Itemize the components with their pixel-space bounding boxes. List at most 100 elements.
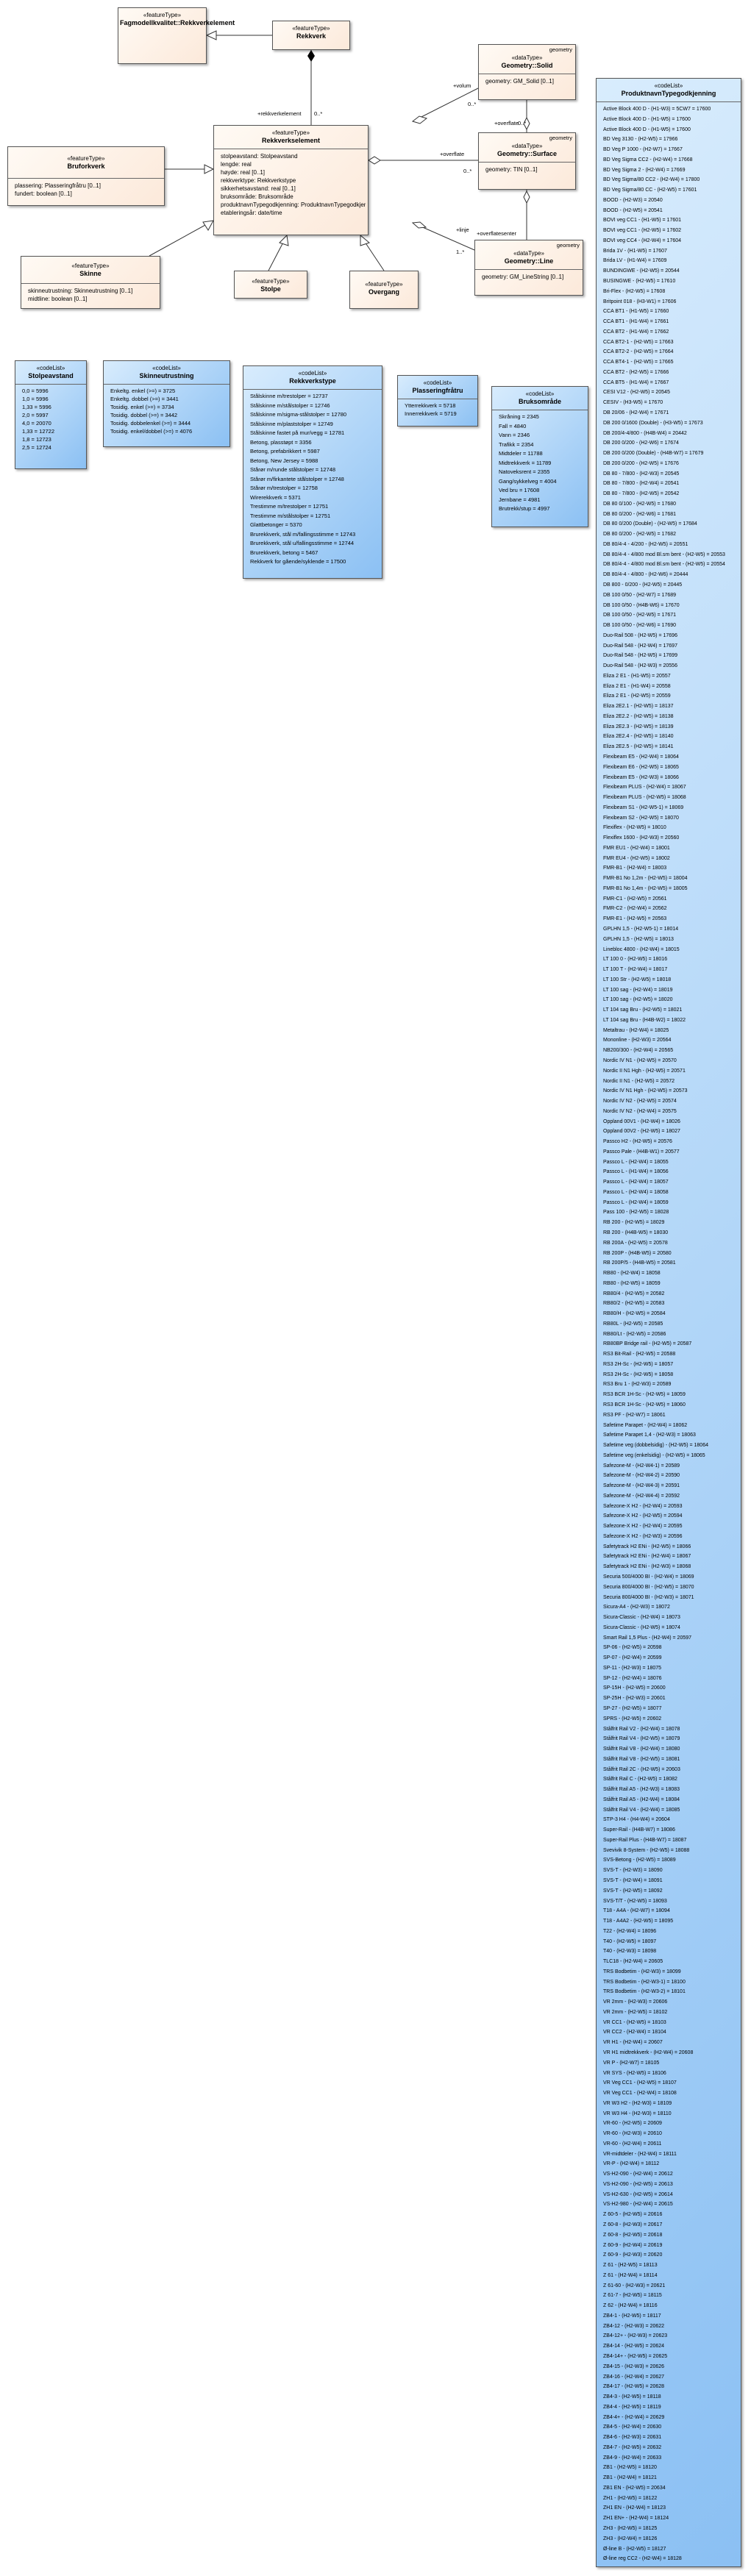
literal: Britpoint 018 - (H3-W1) = 17606 xyxy=(603,299,677,304)
generalization-arrowhead xyxy=(204,164,215,174)
attribute: bruksområde: Bruksområde xyxy=(221,193,293,200)
literal: Safezone-M - (H2-W4-1) = 20589 xyxy=(603,1463,680,1469)
literal: Safetime Parapet - (H2-W4) = 18062 xyxy=(603,1422,688,1428)
class-overgang[interactable]: «featureType» Overgang xyxy=(349,271,419,309)
literal: Rekkverk for gående/syklende = 17500 xyxy=(250,558,346,565)
literal: Flexibeam PLUS - (H2-W4) = 18067 xyxy=(603,785,686,791)
aggregation-diamond-line xyxy=(411,221,427,229)
literal: SVS-T - (H2-W4) = 18091 xyxy=(603,1877,663,1883)
literal: Ø-line B - (H2-W5) = 18127 xyxy=(603,2546,666,2552)
literal: Eliza 2E2.3 - (H2-W5) = 18139 xyxy=(603,724,674,729)
stereotype-label: «codeList» xyxy=(152,365,181,371)
literal: DB 80 - 7/800 - (H2-W4) = 20541 xyxy=(603,481,680,487)
literal: ZB4-1 - (H2-W5) = 18117 xyxy=(603,2313,661,2319)
literal: BOVI veg CC1 - (H2-W5) = 17602 xyxy=(603,228,682,234)
literal: ZB4-14 - (H2-W5) = 20624 xyxy=(603,2344,665,2350)
literal: BUNDINGWE - (H2-W5) = 20544 xyxy=(603,268,680,274)
literal: CCA BT2-2 - (H2-W5) = 17664 xyxy=(603,349,674,355)
literal: Stålfrit Rail 2C - (H2-W5) = 20603 xyxy=(603,1766,680,1772)
literal: Z 60-5 - (H2-W5) = 20616 xyxy=(603,2212,663,2218)
literal: LT 100 T - (H2-W4) = 18017 xyxy=(603,967,668,973)
aggregation-diamond-surface xyxy=(368,156,381,165)
class-name: Fagmodellkvalitet::Rekkverkelement xyxy=(120,19,235,26)
literal: Svevivik 8-System - (H2-W5) = 18088 xyxy=(603,1847,690,1853)
literal: RS3 2H-Sc - (H2-W5) = 18058 xyxy=(603,1371,674,1377)
literal: Active Block 400 D - (H1-W5) = 17600 xyxy=(603,116,691,122)
literal: Sicura-Classic - (H2-W5) = 18074 xyxy=(603,1624,680,1630)
literal: RS3 PF - (H2-W7) = 18061 xyxy=(603,1412,666,1418)
literal: T18 - A4A - (H2-W7) = 18094 xyxy=(603,1908,670,1914)
literal: VR W3 H4 - (H2-W3) = 18110 xyxy=(603,2111,672,2116)
literal: Stårør m/trestolper = 12758 xyxy=(250,485,318,491)
literal: CCA BT2 - (H1-W4) = 17662 xyxy=(603,329,669,335)
literal: Flexiflex 1600 - (H2-W3) = 20560 xyxy=(603,835,680,841)
literal: Mononline - (H2-W3) = 20564 xyxy=(603,1038,672,1043)
literal: Oppland 00V1 - (H2-W4) = 18026 xyxy=(603,1118,680,1124)
literal: Flexibeam S1 - (H2-W5-1) = 18069 xyxy=(603,804,684,810)
class-rekkverk[interactable]: «featureType» Rekkverk xyxy=(272,21,350,50)
stereotype-label: «dataType» xyxy=(513,250,544,257)
literal-list: Enkeltg. enkel (>=) = 3725 Enkeltg. dobb… xyxy=(104,385,229,438)
literal: FMR EU4 - (H2-W5) = 18002 xyxy=(603,855,670,861)
codelist-plasseringfratru[interactable]: «codeList» Plasseringfråtru Ytterrekkver… xyxy=(397,375,478,427)
literal: ZB4-4 - (H2-W5) = 18119 xyxy=(603,2404,661,2410)
codelist-skinneutrustning[interactable]: «codeList» Skinneutrustning Enkeltg. enk… xyxy=(103,360,230,447)
overflate-multiplicity-label: 0..* xyxy=(518,120,527,126)
stereotype-label: «featureType» xyxy=(365,281,403,288)
literal: Flexibeam E6 - (H2-W5) = 18065 xyxy=(603,764,679,770)
class-skinne[interactable]: «featureType» Skinne skinneutrustning: S… xyxy=(21,256,160,309)
literal: DB 100 0/50 - (H4B-W6) = 17670 xyxy=(603,602,680,608)
codelist-produktnavn-typegodkjenning[interactable]: «codeList» ProduktnavnTypegodkjenning Ac… xyxy=(596,78,741,2567)
literal: ZH3 - (H2-W4) = 18126 xyxy=(603,2536,658,2541)
literal: LT 104 sag Bru - (H4B-W2) = 18022 xyxy=(603,1017,686,1023)
class-rekkverkselement[interactable]: «featureType» Rekkverkselement stolpeavs… xyxy=(213,125,369,235)
class-name: Skinneutrustning xyxy=(139,372,194,379)
class-bruforkverk[interactable]: «featureType» Bruforkverk plassering: Pl… xyxy=(7,146,165,206)
codelist-stolpeavstand[interactable]: «codeList» Stolpeavstand 0,0 = 5996 1,0 … xyxy=(15,360,87,469)
literal: Stålskinne m/plaststolper = 12749 xyxy=(250,420,333,427)
attribute-list: geometry: TIN [0..1] xyxy=(479,163,575,176)
class-name: Rekkverk xyxy=(296,32,327,40)
literal: Ved bru = 17608 xyxy=(499,487,540,493)
literal: LT 104 sag Bru - (H2-W5) = 18021 xyxy=(603,1007,683,1013)
stereotype-label: «codeList» xyxy=(423,379,452,386)
literal: VS-H2-630 - (H2-W5) = 20614 xyxy=(603,2191,673,2197)
class-geometry-surface[interactable]: geometry «dataType» Geometry::Surface ge… xyxy=(478,132,576,190)
generalization-skinne-edge xyxy=(149,220,214,257)
class-name: Bruforkverk xyxy=(67,163,105,170)
literal: ZB4-3 - (H2-W5) = 18118 xyxy=(603,2394,661,2400)
literal: Natoveksrent = 2355 xyxy=(499,468,550,475)
class-geometry-line[interactable]: geometry «dataType» Geometry::Line geome… xyxy=(474,240,583,296)
literal: Trestimme m/stålstolper = 12751 xyxy=(250,512,331,519)
attribute: geometry: TIN [0..1] xyxy=(485,166,538,173)
attribute: sikkerhetsavstand: real [0..1] xyxy=(221,185,296,192)
literal: DB 200 0/1600 (Double) - (H3-W5) = 17673 xyxy=(603,420,703,426)
stereotype-label: «codeList» xyxy=(654,82,683,89)
literal: LT 100 0 - (H2-W5) = 18016 xyxy=(603,957,668,963)
literal: Skråning = 2345 xyxy=(499,413,539,420)
codelist-rekkverkstype[interactable]: «codeList» Rekkverkstype Stålskinne m/tr… xyxy=(243,365,382,579)
class-fagmodell-rekkverkelement[interactable]: «featureType» Fagmodellkvalitet::Rekkver… xyxy=(118,7,235,64)
literal: Passco L - (H2-W4) = 18057 xyxy=(603,1180,669,1185)
literal: VR 2mm - (H2-W3) = 20606 xyxy=(603,1999,668,2005)
literal: Stårør m/runde stålstolper = 12748 xyxy=(250,466,336,473)
literal: DB 80/4-4 - 4/800 mod Bl.sm bent - (H2-W… xyxy=(603,562,725,568)
literal: T18 - A4A2 - (H2-W5) = 18095 xyxy=(603,1919,674,1924)
class-name: Geometry::Surface xyxy=(496,150,558,157)
literal: Tosidig. dobbelenkel (>=) = 3444 xyxy=(110,420,191,427)
literal: DB 80/4-4 - 4/800 - (H2-W6) = 20444 xyxy=(603,572,688,578)
stereotype-label: «codeList» xyxy=(36,365,65,371)
codelist-bruksomrade[interactable]: «codeList» Bruksområde Skråning = 2345 F… xyxy=(491,386,588,527)
literal: Eliza 2E2.4 - (H2-W5) = 18140 xyxy=(603,734,674,740)
literal: DB 20/06 - (H2-W4) = 17671 xyxy=(603,410,669,415)
class-stolpe[interactable]: «featureType» Stolpe xyxy=(234,271,307,299)
literal: Flexibeam S2 - (H2-W5) = 18070 xyxy=(603,815,679,821)
literal: Enkeltg. enkel (>=) = 3725 xyxy=(110,388,176,394)
stereotype-label: «featureType» xyxy=(292,25,330,32)
literal: Eliza 2E2.2 - (H2-W5) = 18138 xyxy=(603,713,674,719)
class-geometry-solid[interactable]: geometry «dataType» Geometry::Solid geom… xyxy=(478,44,576,100)
literal: SVS-T - (H2-W3) = 18090 xyxy=(603,1868,663,1874)
literal: ZH1 EN+ - (H2-W4) = 18124 xyxy=(603,2516,669,2522)
literal: BD Veg Sigma/80 CC2 - (H2-W4) = 17800 xyxy=(603,177,700,183)
